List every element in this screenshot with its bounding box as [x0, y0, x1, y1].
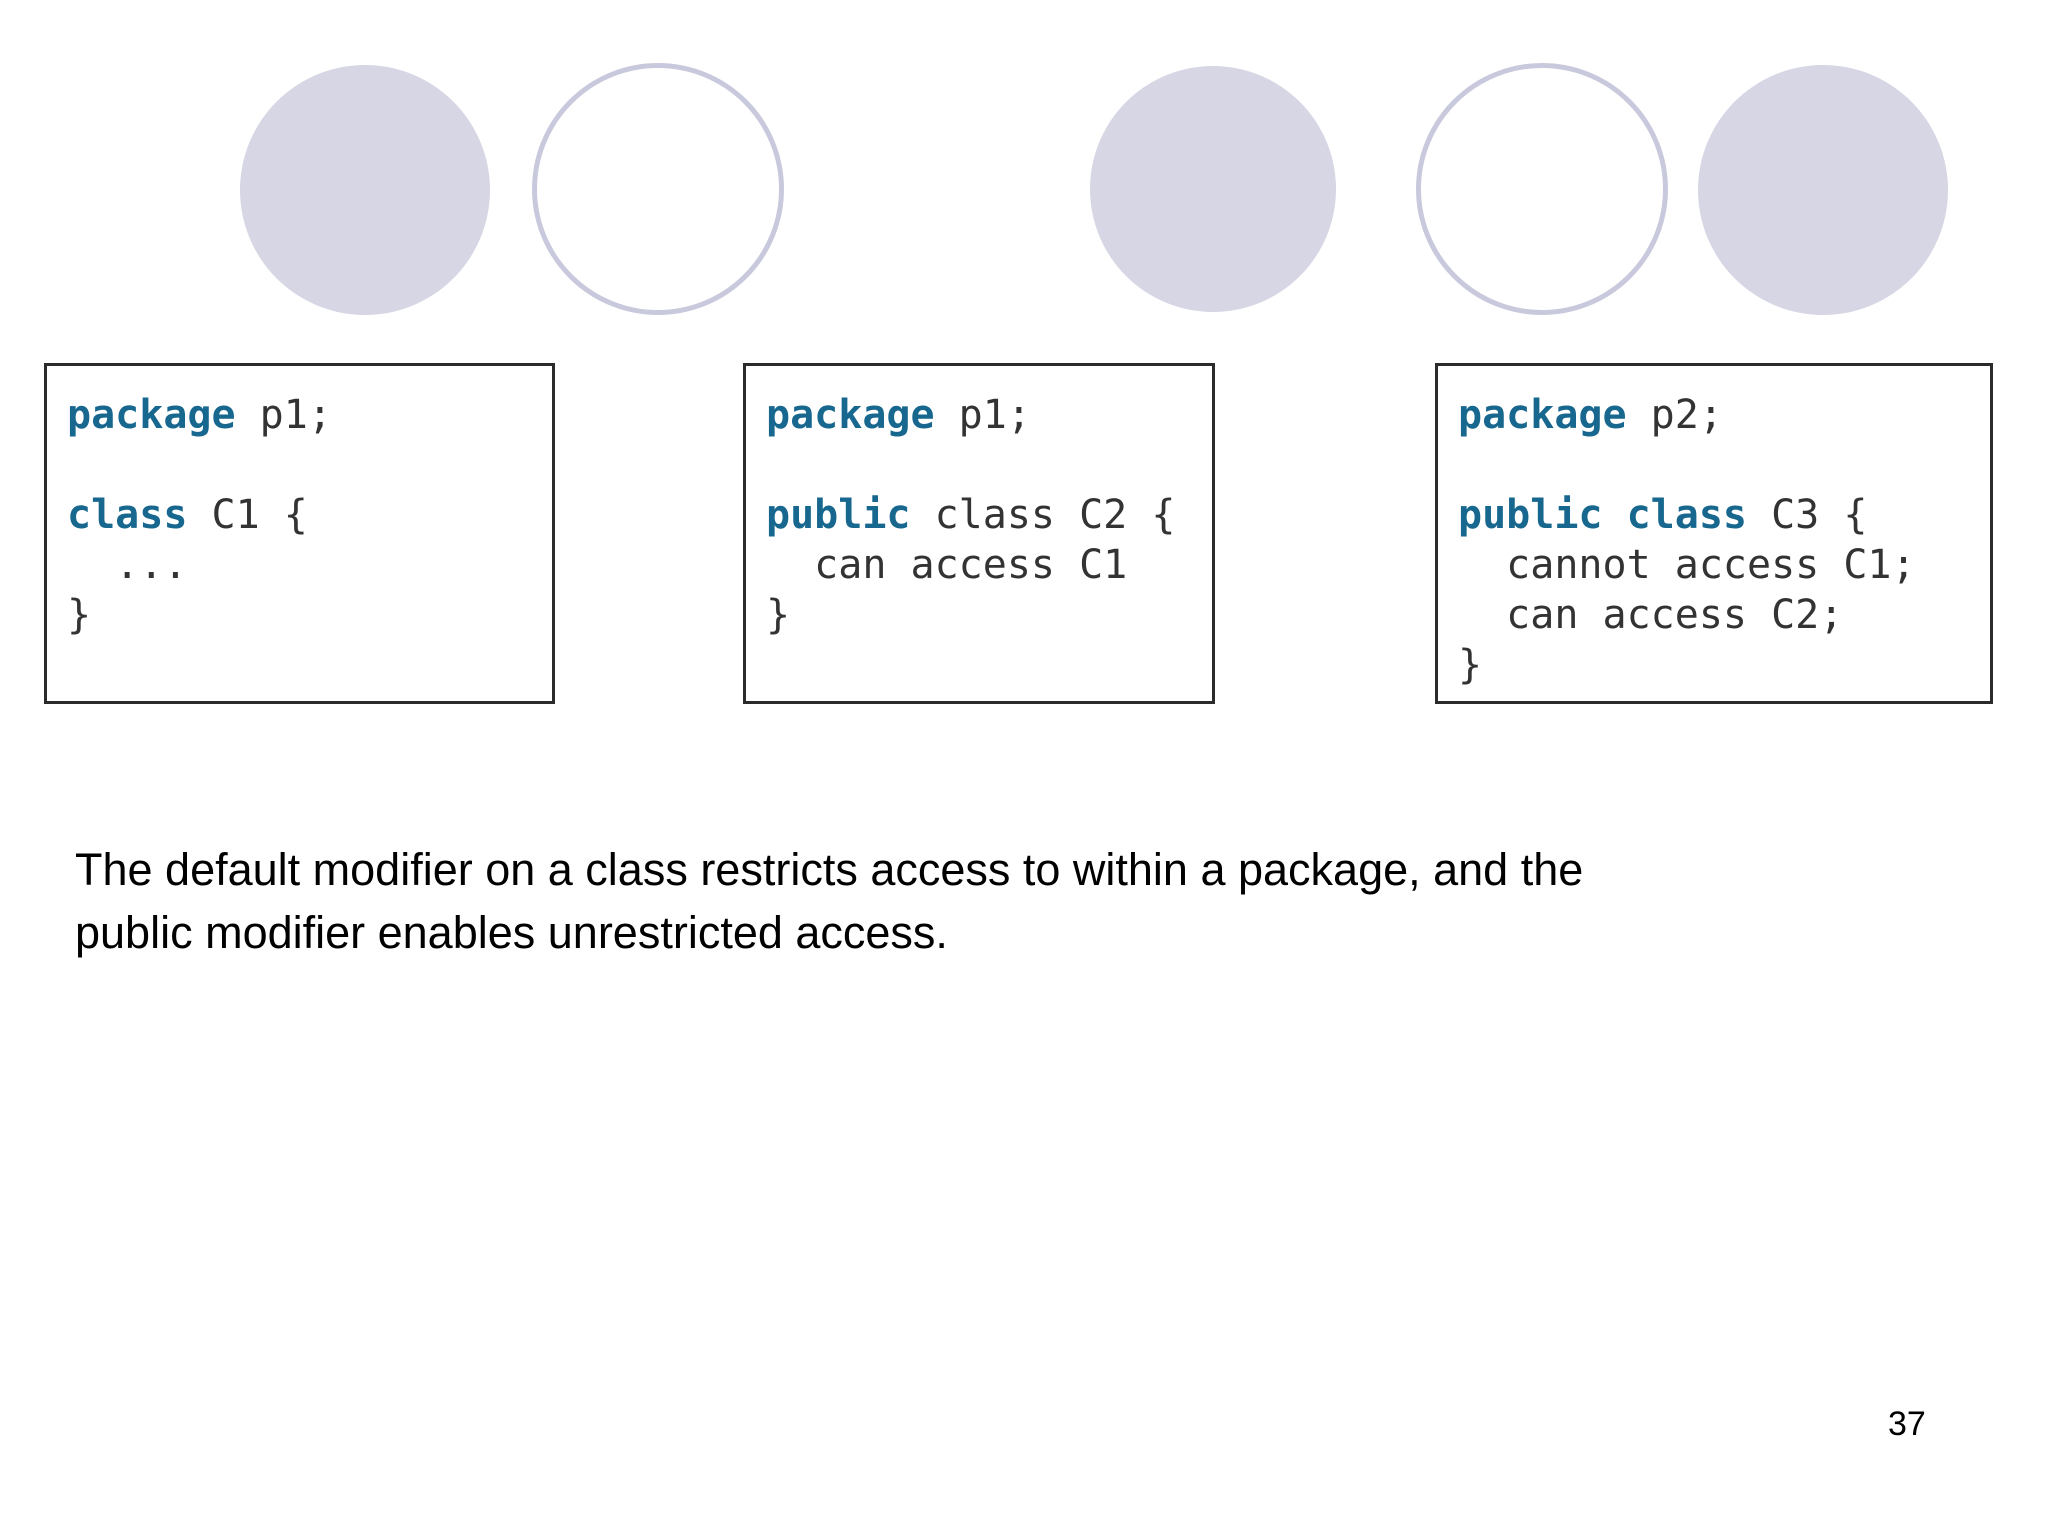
code-text: p1;	[235, 392, 332, 438]
code-keyword: class	[67, 492, 188, 538]
code-line: can access C1	[766, 540, 1202, 590]
code-keyword: package	[67, 392, 236, 438]
code-line	[1458, 440, 1980, 490]
code-text: class C2 {	[910, 492, 1176, 538]
code-line: public class C2 {	[766, 490, 1202, 540]
code-keyword: public class	[1458, 492, 1747, 538]
code-box-package-p1-class-c1: package p1; class C1 { ...}	[44, 363, 555, 704]
page-number: 37	[1888, 1405, 1926, 1443]
code-text: p1;	[934, 392, 1031, 438]
code-line: public class C3 {	[1458, 490, 1980, 540]
code-line	[67, 440, 542, 490]
code-keyword: package	[766, 392, 935, 438]
code-text: C3 {	[1746, 492, 1868, 538]
code-text: }	[67, 592, 92, 638]
code-text: }	[766, 592, 791, 638]
code-line: }	[67, 590, 542, 640]
code-line: }	[1458, 640, 1980, 690]
code-box-package-p1-class-c2: package p1; public class C2 { can access…	[743, 363, 1215, 704]
code-box-package-p2-class-c3: package p2; public class C3 { cannot acc…	[1435, 363, 1993, 704]
code-line: }	[766, 590, 1202, 640]
code-line: package p2;	[1458, 390, 1980, 440]
code-line	[766, 440, 1202, 490]
caption-text: The default modifier on a class restrict…	[75, 838, 1583, 964]
caption-line-2: public modifier enables unrestricted acc…	[75, 907, 948, 958]
decorative-circle-outline-2	[1416, 63, 1668, 315]
code-keyword: package	[1458, 392, 1627, 438]
code-line: ...	[67, 540, 542, 590]
code-line: package p1;	[67, 390, 542, 440]
code-text: cannot access C1;	[1458, 542, 1916, 588]
code-text: p2;	[1626, 392, 1723, 438]
decorative-circle-filled-3	[1698, 65, 1948, 315]
decorative-circle-outline-1	[532, 63, 784, 315]
code-line: class C1 {	[67, 490, 542, 540]
code-line: cannot access C1;	[1458, 540, 1980, 590]
code-text: can access C1	[766, 542, 1128, 588]
caption-line-1: The default modifier on a class restrict…	[75, 844, 1584, 895]
code-text: ...	[67, 542, 188, 588]
code-text: C1 {	[187, 492, 308, 538]
code-keyword: public	[766, 492, 911, 538]
code-text: }	[1458, 642, 1483, 688]
code-line: can access C2;	[1458, 590, 1980, 640]
code-text: can access C2;	[1458, 592, 1844, 638]
decorative-circle-filled-2	[1090, 66, 1336, 312]
decorative-circle-filled-1	[240, 65, 490, 315]
code-line: package p1;	[766, 390, 1202, 440]
